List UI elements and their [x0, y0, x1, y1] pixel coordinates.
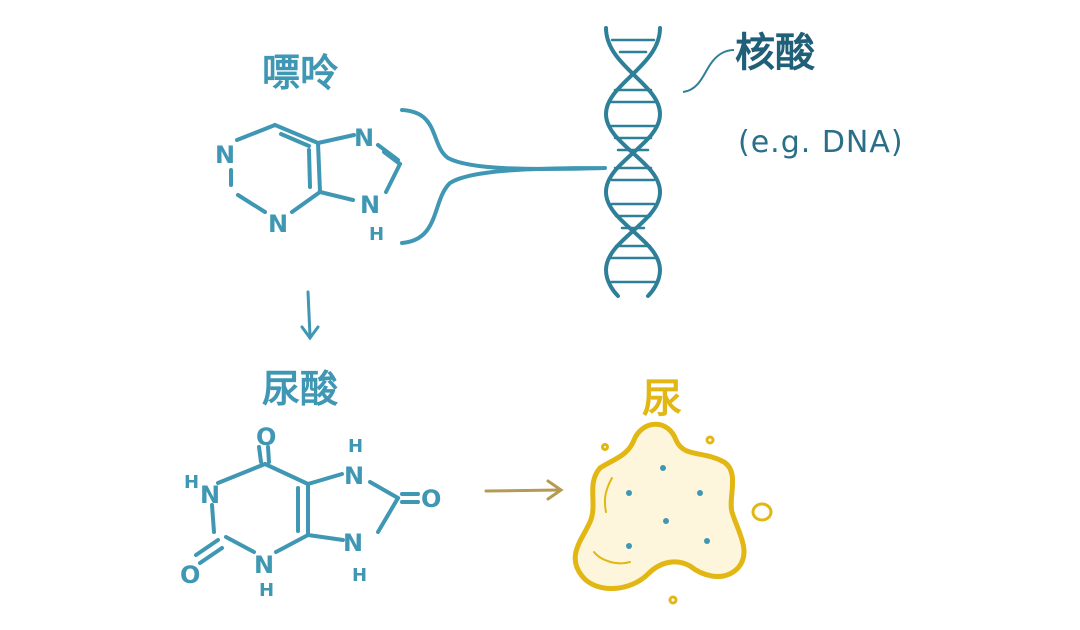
purine-n3-atom: N [268, 210, 288, 238]
right-arrow-icon [484, 479, 564, 501]
uric-n1-atom: N [200, 481, 220, 509]
nucleic-acid-leader-line [682, 49, 735, 93]
uric-acid-structure [194, 445, 420, 565]
purine-label: 嘌呤 [262, 51, 339, 95]
uric-n9-atom: N [343, 529, 363, 557]
purine-structure [229, 123, 402, 214]
uric-acid-label: 尿酸 [262, 367, 339, 411]
purine-nh-h-atom: H [369, 224, 384, 245]
uric-o-top-atom: O [256, 423, 276, 451]
uric-o-right-atom: O [421, 485, 441, 513]
uric-n3-h-atom: H [259, 580, 274, 601]
purine-n-top-atom: N [354, 124, 374, 152]
urine-puddle-icon [572, 421, 773, 605]
down-arrow-icon [300, 290, 320, 341]
uric-acid-atoms: O O O H N N H H N N H [180, 423, 441, 601]
purine-nh-n-atom: N [360, 191, 380, 219]
uric-n1-h-atom: H [184, 472, 199, 493]
uric-n3-atom: N [254, 551, 274, 579]
purine-to-nucleic-acid-connector [400, 108, 607, 245]
uric-n9-h-atom: H [352, 565, 367, 586]
uric-n7-h-atom: H [348, 436, 363, 457]
nucleic-acid-example-label: (e.g. DNA) [738, 125, 904, 160]
uric-o-left-atom: O [180, 561, 200, 589]
purine-n1-atom: N [215, 141, 235, 169]
purine-atoms: N N N N H [215, 124, 384, 245]
uric-n7-atom: N [344, 462, 364, 490]
dna-helix-icon [603, 26, 663, 298]
nucleic-acid-label: 核酸 [735, 30, 815, 76]
urine-label: 尿 [642, 376, 682, 422]
